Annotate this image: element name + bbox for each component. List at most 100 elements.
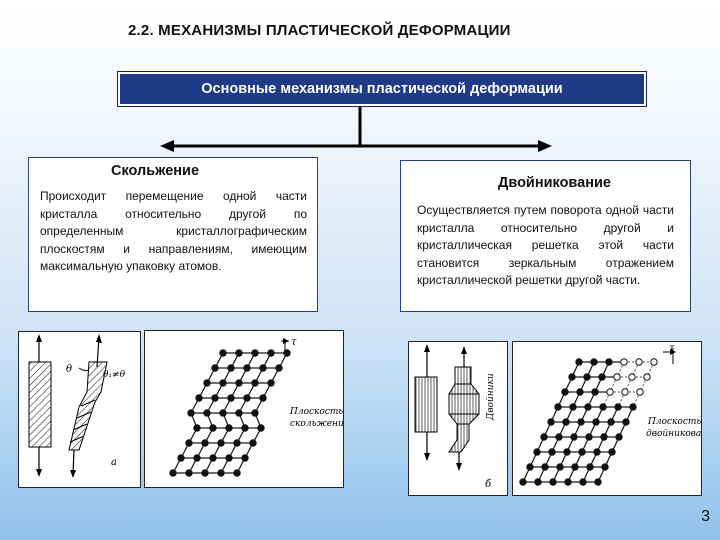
- atom: [251, 409, 259, 417]
- atom: [275, 364, 283, 372]
- atom: [283, 349, 291, 357]
- atom: [267, 349, 275, 357]
- atom: [571, 463, 579, 471]
- atom: [564, 478, 572, 486]
- slip-tau-label: τ: [291, 337, 297, 348]
- lattice-grid: [519, 358, 658, 486]
- atom: [203, 379, 211, 387]
- atom: [257, 424, 265, 432]
- atom: [591, 388, 599, 396]
- atom: [594, 478, 602, 486]
- slip-plane-label-2: скольжения: [290, 419, 343, 429]
- lattice-grid: [169, 349, 291, 477]
- atom: [526, 463, 534, 471]
- slip-plane-label-1: Плоскость: [289, 407, 343, 417]
- atom: [575, 358, 583, 366]
- atom: [592, 418, 600, 426]
- twin-plane-label-2: двойникования: [646, 429, 701, 439]
- atom: [605, 358, 613, 366]
- slip-lattice-figure: τ Плоскость скольжения: [144, 330, 350, 488]
- atom: [201, 439, 209, 447]
- figure-letter-a: а: [111, 457, 117, 468]
- atom: [187, 409, 195, 417]
- theta1-label: θ₁≠θ: [103, 370, 126, 380]
- atom: [519, 478, 527, 486]
- atom: [570, 433, 578, 441]
- atom: [534, 478, 542, 486]
- atom: [227, 394, 235, 402]
- atom: [219, 379, 227, 387]
- atom: [533, 448, 541, 456]
- atom: [607, 418, 615, 426]
- atom: [233, 439, 241, 447]
- atom: [555, 433, 563, 441]
- atom: [243, 364, 251, 372]
- atom: [606, 388, 614, 396]
- atom: [615, 433, 623, 441]
- atom: [628, 373, 636, 381]
- atom: [227, 364, 235, 372]
- atom: [608, 448, 616, 456]
- atom: [548, 448, 556, 456]
- atom: [217, 469, 225, 477]
- theta-label: θ: [66, 364, 72, 375]
- atom: [578, 448, 586, 456]
- atom: [569, 403, 577, 411]
- atom: [211, 394, 219, 402]
- atom: [233, 469, 241, 477]
- atom: [201, 469, 209, 477]
- atom: [635, 358, 643, 366]
- atom: [584, 403, 592, 411]
- twin-heading: Двойникование: [498, 175, 611, 191]
- atom: [561, 388, 569, 396]
- atom: [185, 439, 193, 447]
- atom: [563, 448, 571, 456]
- atom: [585, 433, 593, 441]
- slide-number: 3: [701, 508, 710, 525]
- atom: [193, 454, 201, 462]
- atom: [241, 424, 249, 432]
- atom: [643, 373, 651, 381]
- atom: [225, 454, 233, 462]
- slip-heading: Скольжение: [110, 163, 200, 179]
- figure-letter-b: б: [485, 479, 492, 490]
- atom: [562, 418, 570, 426]
- atom: [267, 379, 275, 387]
- atom: [593, 448, 601, 456]
- left-arrow-head: [160, 140, 174, 152]
- atom: [185, 469, 193, 477]
- atom: [650, 358, 658, 366]
- atom: [235, 409, 243, 417]
- atom: [259, 364, 267, 372]
- slip-crystal-figure: θ θ₁≠θ а: [18, 331, 141, 488]
- atom: [590, 358, 598, 366]
- atom: [235, 349, 243, 357]
- atom: [241, 454, 249, 462]
- right-arrow-head: [538, 140, 552, 152]
- twin-lattice-figure: τ Плоскость двойникования: [512, 341, 719, 496]
- atom: [541, 463, 549, 471]
- main-heading-box: Основные механизмы пластической деформац…: [117, 71, 647, 107]
- atom: [540, 433, 548, 441]
- twins-label: Двойники: [486, 373, 496, 421]
- atom: [177, 454, 185, 462]
- atom: [622, 418, 630, 426]
- atom: [621, 388, 629, 396]
- atom: [225, 424, 233, 432]
- atom: [169, 469, 177, 477]
- atom: [251, 379, 259, 387]
- atom: [209, 424, 217, 432]
- slip-description: Происходит перемещение одной части крист…: [40, 189, 307, 273]
- atom: [217, 439, 225, 447]
- atom: [235, 379, 243, 387]
- atom: [600, 433, 608, 441]
- atom: [554, 403, 562, 411]
- atom: [251, 349, 259, 357]
- slip-panel: Скольжение Происходит перемещение одной …: [28, 157, 318, 312]
- atom: [601, 463, 609, 471]
- atom: [249, 439, 257, 447]
- atom: [586, 463, 594, 471]
- atom: [614, 403, 622, 411]
- atom: [203, 409, 211, 417]
- twin-panel: Двойникование Осуществляется путем повор…: [400, 160, 691, 312]
